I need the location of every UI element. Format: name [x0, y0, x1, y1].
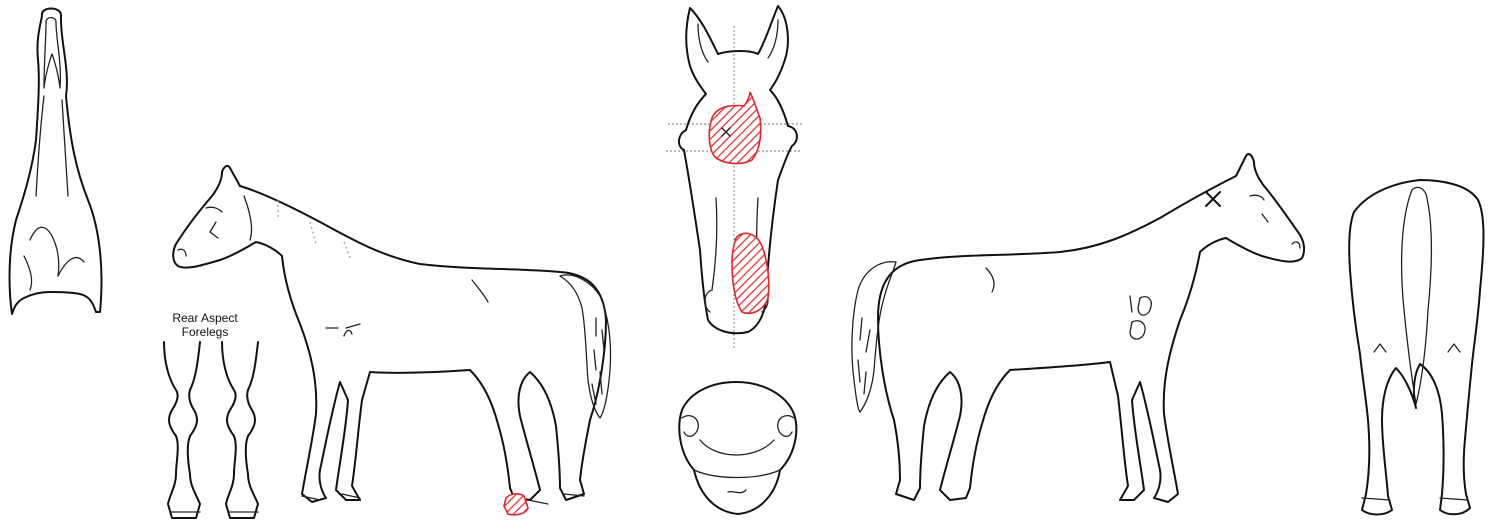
hind-pastern-marking: [504, 494, 528, 515]
caption-line-2: Forelegs: [150, 325, 260, 339]
snip-marking: [732, 233, 769, 313]
top-neck-view: [10, 9, 102, 315]
caption-line-1: Rear Aspect: [150, 311, 260, 325]
rear-view: [1349, 180, 1483, 515]
left-side-view: [173, 166, 610, 515]
muzzle-view: [679, 382, 796, 514]
rear-aspect-forelegs-caption: Rear Aspect Forelegs: [150, 311, 260, 339]
right-side-view: [852, 154, 1304, 502]
star-marking: [709, 92, 761, 163]
front-head-view: [666, 6, 804, 350]
rear-aspect-forelegs: [164, 342, 258, 518]
